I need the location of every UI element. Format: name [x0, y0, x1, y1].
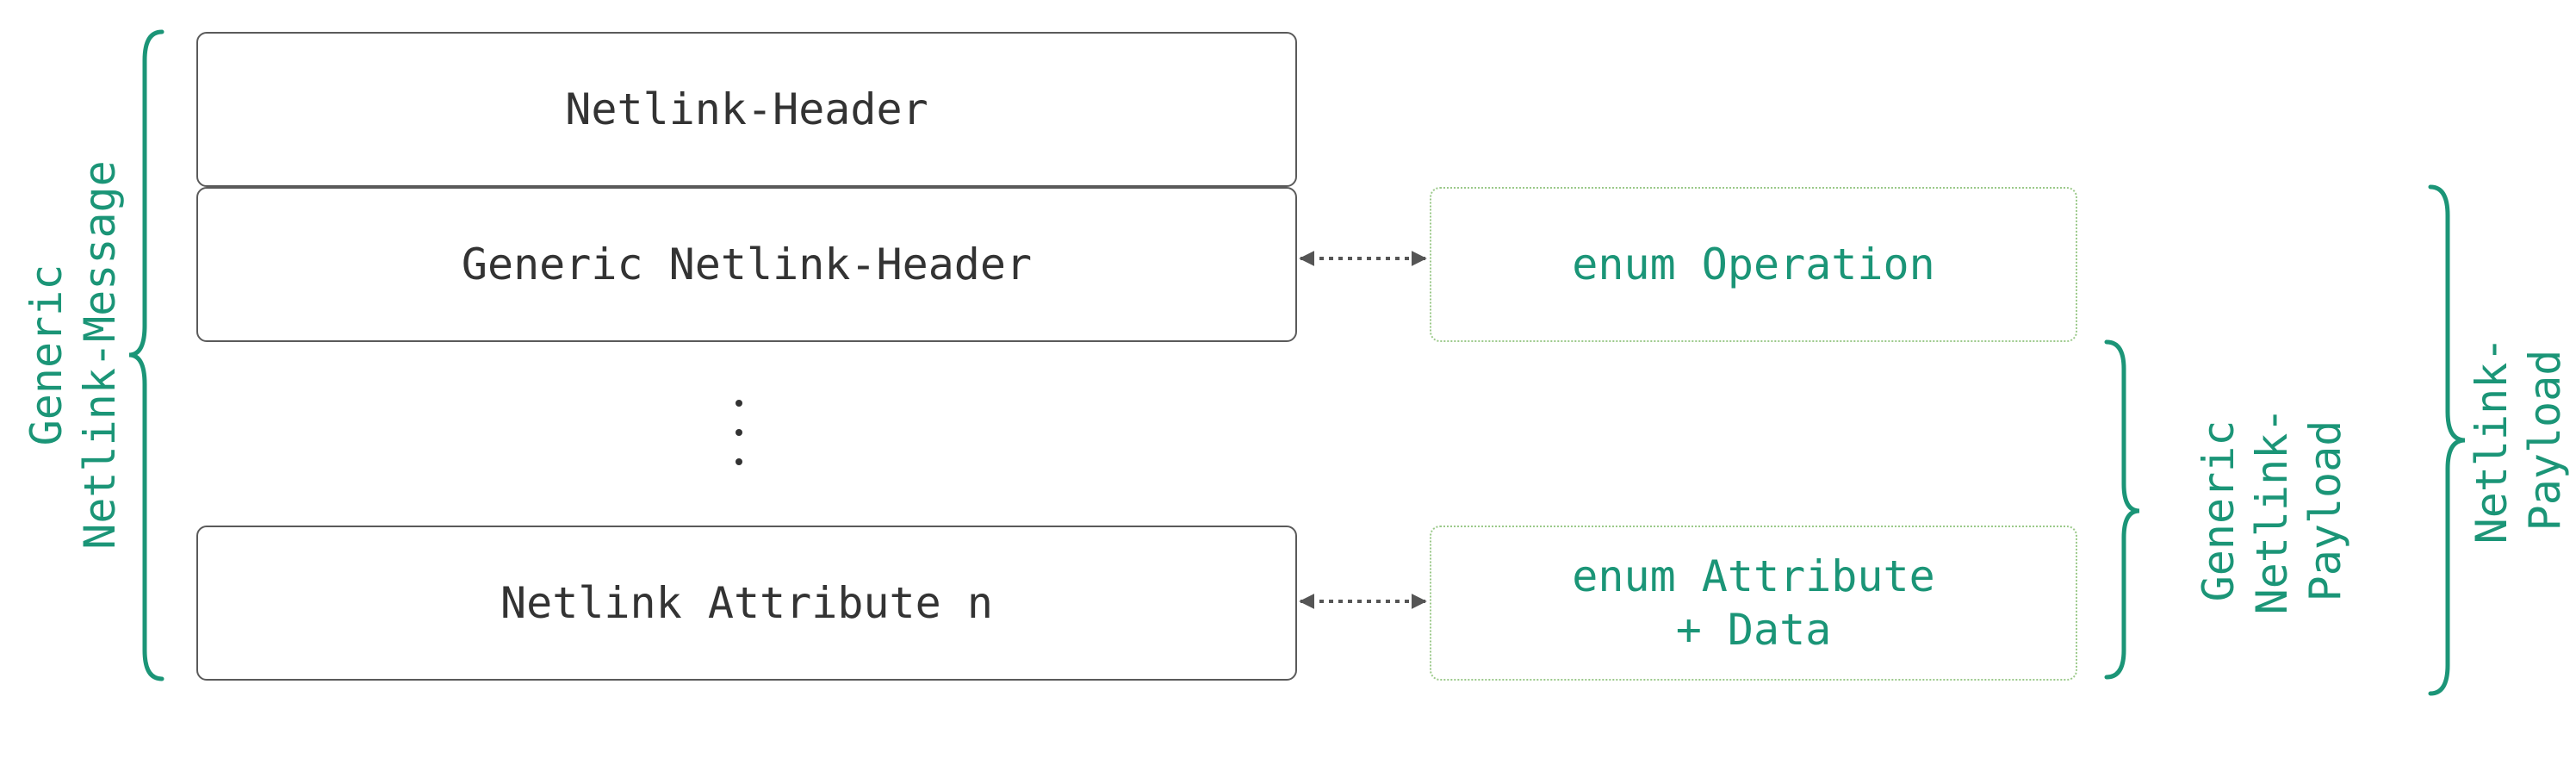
netlink-header-box: Netlink-Header: [196, 32, 1297, 187]
generic-netlink-payload-label: Generic Netlink- Payload: [2194, 407, 2350, 615]
netlink-payload-brace: [2428, 184, 2466, 696]
ellipsis-dots: [729, 396, 749, 474]
enum-attribute-box: enum Attribute + Data: [1430, 526, 2077, 681]
enum-operation-box: enum Operation: [1430, 187, 2077, 342]
generic-netlink-message-label: Generic Netlink-Message: [22, 160, 125, 550]
netlink-attribute-box: Netlink Attribute n: [196, 526, 1297, 681]
generic-netlink-message-brace: [128, 29, 164, 681]
netlink-payload-label: Netlink-Payload: [2467, 336, 2570, 544]
generic-netlink-header-box: Generic Netlink-Header: [196, 187, 1297, 342]
generic-netlink-payload-brace: [2104, 339, 2140, 680]
